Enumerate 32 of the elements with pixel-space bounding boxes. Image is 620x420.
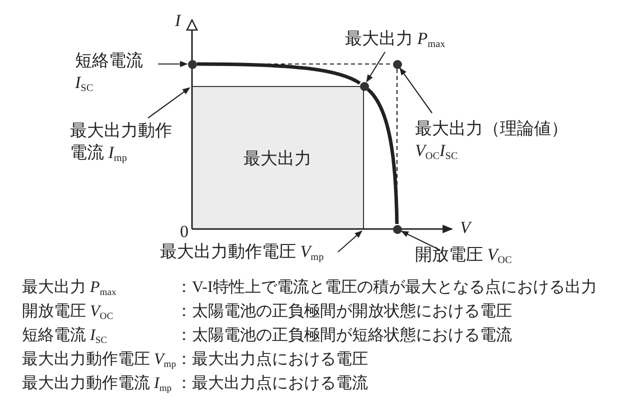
term-label: 最大出力動作電流 I$_{mp}$ [22, 374, 173, 396]
term-label: 最大出力動作電圧 V$_{mp}$ [22, 350, 176, 372]
callout-label: 最大出力動作電圧 V$_{mp}$ [160, 241, 324, 263]
leader-line [148, 87, 190, 118]
callout-label: 開放電圧 V$_{OC}$ [415, 244, 512, 266]
definition-text: ：太陽電池の正負極間が短絡状態における電流 [176, 326, 514, 346]
term-label: 短絡電流 I$_{SC}$ [22, 326, 108, 348]
data-point [392, 60, 402, 68]
max-power-area [192, 86, 364, 229]
data-point [392, 224, 402, 234]
origin-label: 0 [180, 221, 188, 243]
callout-label: 短絡電流 I$_{SC}$ [75, 50, 157, 94]
iv-curve [366, 88, 399, 224]
definition-text: ：最大出力点における電流 [176, 374, 370, 394]
leader-line [158, 60, 188, 68]
leader-line [338, 230, 362, 252]
data-point [188, 60, 196, 68]
term-label: 最大出力 P$_{max}$ [22, 278, 118, 300]
leader-line [400, 230, 440, 250]
definition-text: ：V-I特性上で電流と電圧の積が最大となる点における出力 [176, 278, 597, 298]
leader-line [366, 52, 386, 82]
leader-line [399, 67, 432, 114]
axis-label: V [460, 217, 470, 239]
iv-curve [196, 62, 361, 85]
area-label: 最大出力 [244, 148, 312, 170]
definition-text: ：太陽電池の正負極間が開放状態における電圧 [176, 302, 514, 322]
axis-label: I [175, 10, 181, 32]
callout-label: 最大出力（理論値） V$_{OC}$I$_{SC}$ [415, 118, 580, 162]
definition-text: ：最大出力点における電圧 [176, 350, 370, 370]
callout-label: 最大出力動作電流 I$_{mp}$ [70, 120, 178, 164]
term-label: 開放電圧 V$_{OC}$ [22, 302, 114, 324]
callout-label: 最大出力 P$_{max}$ [345, 28, 446, 50]
